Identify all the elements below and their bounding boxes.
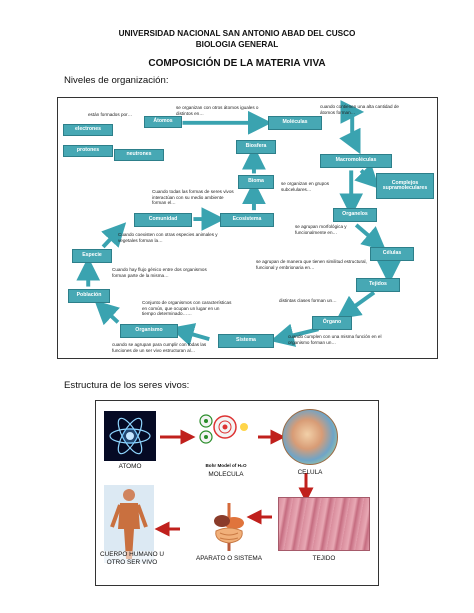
note-formas: Cuando todas las formas de seres vivos i…: [152, 189, 234, 206]
node-ecosistema: Ecosistema: [220, 213, 274, 227]
organ-system-image: [206, 501, 252, 553]
molecule-image: [194, 405, 256, 463]
organization-concept-map: Átomos electrones protones neutrones Mol…: [57, 97, 438, 359]
arrow-sistema-organismo: [170, 323, 210, 346]
section-heading-structure: Estructura de los seres vivos:: [64, 380, 190, 391]
label-cuerpo: CUERPO HUMANO U OTRO SER VIVO: [96, 551, 168, 567]
note-contienen: cuando contienen una alta cantidad de át…: [320, 104, 399, 115]
university-name: UNIVERSIDAD NACIONAL SAN ANTONIO ABAD DE…: [118, 29, 356, 38]
note-conjunto: Conjunto de organismos con característic…: [142, 300, 232, 317]
arrow-macro-complejos: [354, 163, 380, 189]
node-macromoleculas: Macromoléculas: [320, 154, 392, 168]
node-atomos: Átomos: [144, 116, 182, 128]
node-organismo: Organismo: [120, 324, 178, 338]
structure-diagram: ATOMO Bohr Model of H₂O MOLECULA: [95, 400, 379, 586]
node-neutrones: neutrones: [114, 149, 164, 161]
node-protones: protones: [63, 145, 113, 157]
node-celulas: Células: [370, 247, 414, 261]
note-flujo: Cuando hay flujo génico entre dos organi…: [112, 267, 207, 278]
arrow-moleculas-macro: [339, 111, 361, 155]
note-similitud: se agrupan de manera que tienen similitu…: [256, 259, 367, 270]
node-poblacion: Población: [68, 289, 110, 303]
label-atomo: ATOMO: [118, 463, 142, 470]
note-coexisten: Cuando coexisten con otras especies anim…: [118, 232, 218, 243]
node-complejos-supramoleculares: Complejos supramoleculares: [376, 173, 434, 199]
node-tejidos: Tejidos: [356, 278, 400, 292]
label-molecula: MOLECULA: [208, 471, 244, 478]
note-morfologica: se agrupan morfológica y funcionalmente …: [295, 224, 347, 235]
tissue-image: [278, 497, 370, 551]
arrow-organismo-poblacion: [94, 300, 120, 326]
node-comunidad: Comunidad: [134, 213, 192, 227]
label-celula: CELULA: [297, 469, 323, 476]
node-biosfera: Biosfera: [236, 140, 276, 154]
arrow-especie-comunidad: [101, 222, 127, 249]
note-funciones: cuando se agrupan para cumplir con todas…: [112, 342, 207, 353]
label-aparato: APARATO O SISTEMA: [195, 555, 263, 562]
map-arrows: [76, 99, 401, 347]
structure-arrows: [154, 429, 314, 537]
node-especie: Especie: [72, 249, 112, 263]
note-agrupan-atomos: se organizan con otros átomos iguales o …: [176, 105, 259, 116]
node-organelos: Organelos: [333, 208, 377, 222]
atom-image: [104, 411, 156, 461]
note-misma-funcion: cuando cumplen con una misma función en …: [288, 334, 382, 345]
node-sistema: Sistema: [218, 334, 274, 348]
human-body-image: [104, 485, 154, 563]
node-bioma: Bioma: [238, 175, 274, 189]
course-name: BIOLOGIA GENERAL: [195, 40, 279, 49]
node-moleculas: Moléculas: [268, 116, 322, 130]
page-title: COMPOSICIÓN DE LA MATERIA VIVA: [148, 58, 326, 69]
label-bohr: Bohr Model of H₂O: [205, 463, 247, 468]
note-distintas: distintas clases forman un…: [279, 298, 337, 303]
node-organo: Órgano: [312, 316, 352, 330]
cell-image: [282, 409, 338, 465]
section-heading-levels: Niveles de organización:: [64, 75, 169, 86]
label-tejido: TEJIDO: [312, 555, 336, 562]
note-subcelulares: se organizan en grupos subcelulares…: [281, 181, 330, 192]
node-electrones: electrones: [63, 124, 113, 136]
note-formados: están formados por…: [88, 112, 133, 117]
